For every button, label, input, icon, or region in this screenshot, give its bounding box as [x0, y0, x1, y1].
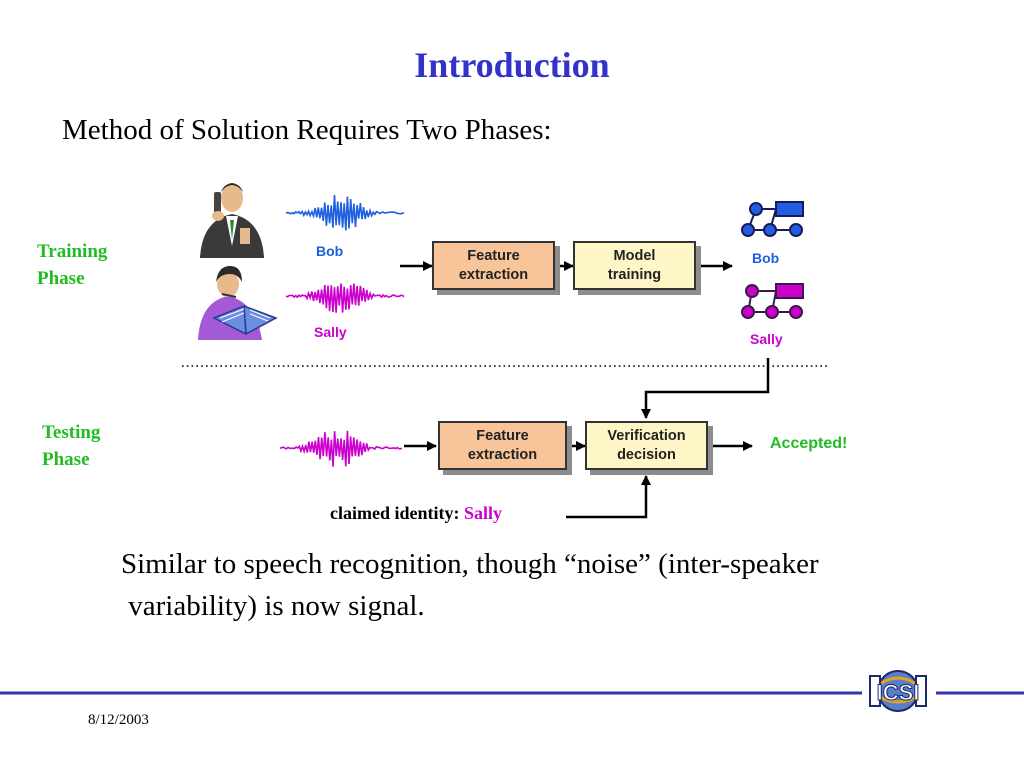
testing-feature-extraction-box: Feature extraction — [438, 421, 567, 470]
claimed-identity-prefix: claimed identity: — [330, 503, 460, 523]
slide-subtitle: Method of Solution Requires Two Phases: — [62, 114, 552, 146]
training-phase-label: Training Phase — [37, 238, 107, 292]
accepted-result: Accepted! — [770, 435, 848, 452]
claimed-identity: claimed identity: Sally — [330, 503, 502, 524]
sally-waveform — [285, 283, 405, 313]
bob-person-icon — [200, 183, 264, 258]
training-feature-extraction-box: Feature extraction — [432, 241, 555, 290]
claimed-identity-arrow — [566, 475, 651, 519]
verification-box-line1: Verification — [607, 427, 686, 444]
training-feature-box-line2: extraction — [458, 266, 529, 283]
sally-model-label: Sally — [750, 331, 783, 347]
training-phase-label-line2: Phase — [37, 268, 85, 289]
testing-phase-label-line2: Phase — [42, 449, 90, 470]
training-feature-box-line1: Feature — [467, 247, 520, 264]
bottom-note: Similar to speech recognition, though “n… — [121, 543, 1001, 627]
svg-text:ICSI: ICSI — [877, 680, 920, 705]
model-to-verification-arrow — [641, 358, 770, 419]
bob-waveform — [285, 194, 405, 231]
training-phase-label-line1: Training — [37, 241, 108, 262]
verification-box-line2: decision — [617, 446, 676, 463]
claimed-identity-name: Sally — [463, 503, 502, 523]
verification-decision-box: Verification decision — [585, 421, 708, 470]
model-box-line2: training — [607, 266, 662, 283]
sally-model-icon — [741, 283, 804, 319]
bob-model-icon — [741, 201, 804, 237]
testing-phase-label: Testing Phase — [42, 419, 100, 473]
test-waveform — [279, 430, 403, 467]
bottom-note-line2: variability) is now signal. — [121, 590, 425, 622]
sally-speaker-label: Sally — [314, 324, 347, 340]
footer-date: 8/12/2003 — [88, 712, 149, 728]
bob-speaker-label: Bob — [316, 243, 344, 259]
model-training-box: Model training — [573, 241, 696, 290]
bob-model-label: Bob — [752, 250, 780, 266]
slide-title: Introduction — [414, 45, 610, 85]
testing-feature-box-line2: extraction — [467, 446, 538, 463]
model-box-line1: Model — [613, 247, 656, 264]
bottom-note-line1: Similar to speech recognition, though “n… — [121, 548, 819, 580]
testing-phase-label-line1: Testing — [42, 422, 101, 443]
testing-feature-box-line1: Feature — [476, 427, 529, 444]
icsi-logo: ICSI — [869, 670, 927, 712]
sally-person-icon — [198, 266, 278, 340]
